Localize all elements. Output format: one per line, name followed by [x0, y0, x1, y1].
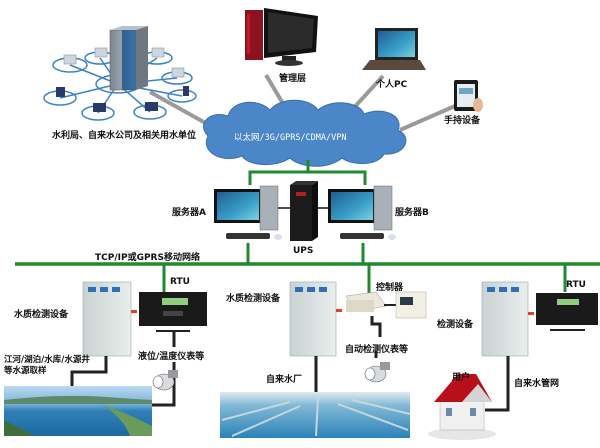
station-1-source-label-line2: 等水源取样 — [4, 366, 47, 376]
station-1-rtu-label: RTU — [170, 277, 190, 287]
station-1-rtu-icon — [139, 292, 207, 332]
cloud-label: 以太网/3G/GPRS/CDMA/VPN — [234, 132, 347, 143]
user-label: 用户 — [452, 373, 471, 383]
station-2-device-label: 水质检测设备 — [226, 294, 281, 304]
station-1-cabinet-icon — [82, 281, 132, 357]
station-3-device-label: 检测设备 — [437, 320, 474, 330]
bus-drops — [162, 264, 567, 296]
station-3-rtu-icon — [536, 293, 598, 331]
station-2-controller-icon — [345, 291, 427, 319]
station-3-rtu-label: RTU — [566, 280, 586, 290]
station-3-cabinet-icon — [481, 281, 529, 357]
network-cloud: 以太网/3G/GPRS/CDMA/VPN — [203, 99, 407, 167]
personal-pc-laptop-icon — [362, 28, 426, 70]
station-2-instrument-label: 自动检测仪表等 — [345, 345, 409, 355]
water-bureau-label: 水利局、自来水公司及相关用水单位 — [52, 131, 197, 141]
station-3-source-label: 自来水管网 — [514, 379, 560, 389]
station-1-flow-meter-icon — [152, 370, 178, 391]
pipes — [70, 316, 510, 412]
server-b-label: 服务器B — [395, 208, 429, 218]
station-3-signal-link — [528, 312, 534, 315]
station-2-controller-label: 控制器 — [376, 283, 404, 293]
link-handheld-cloud — [399, 104, 456, 132]
station-2-cabinet-icon — [289, 281, 337, 357]
server-a-label: 服务器A — [172, 208, 206, 218]
station-1-device-label: 水质检测设备 — [14, 310, 69, 320]
server-b-icon — [328, 185, 396, 240]
water-bureau-network-icon — [43, 26, 197, 121]
management-desktop-icon — [245, 8, 318, 66]
station-2-flow-meter-icon — [364, 362, 390, 383]
reservoir-image — [4, 386, 152, 436]
handheld-tablet-icon — [454, 80, 483, 112]
ups-icon — [290, 181, 318, 241]
station-1-instrument-label: 液位/温度仪表等 — [138, 352, 205, 362]
ups-label: UPS — [293, 246, 314, 256]
station-1-source-label-line1: 江河/湖泊/水库/水源井 — [4, 355, 90, 365]
handheld-label: 手持设备 — [444, 116, 481, 126]
server-uplinks — [246, 160, 367, 265]
network-bus-label: TCP/IP或GPRS移动网络 — [95, 253, 200, 263]
station-1-signal-link — [131, 310, 137, 313]
management-label: 管理层 — [279, 74, 307, 84]
station-2-source-label: 自来水厂 — [266, 375, 303, 385]
personal-pc-label: 个人PC — [376, 80, 408, 90]
station-2-signal-link — [336, 309, 342, 312]
server-a-icon — [214, 185, 282, 240]
water-plant-image — [220, 392, 411, 438]
user-house-icon — [428, 374, 496, 440]
